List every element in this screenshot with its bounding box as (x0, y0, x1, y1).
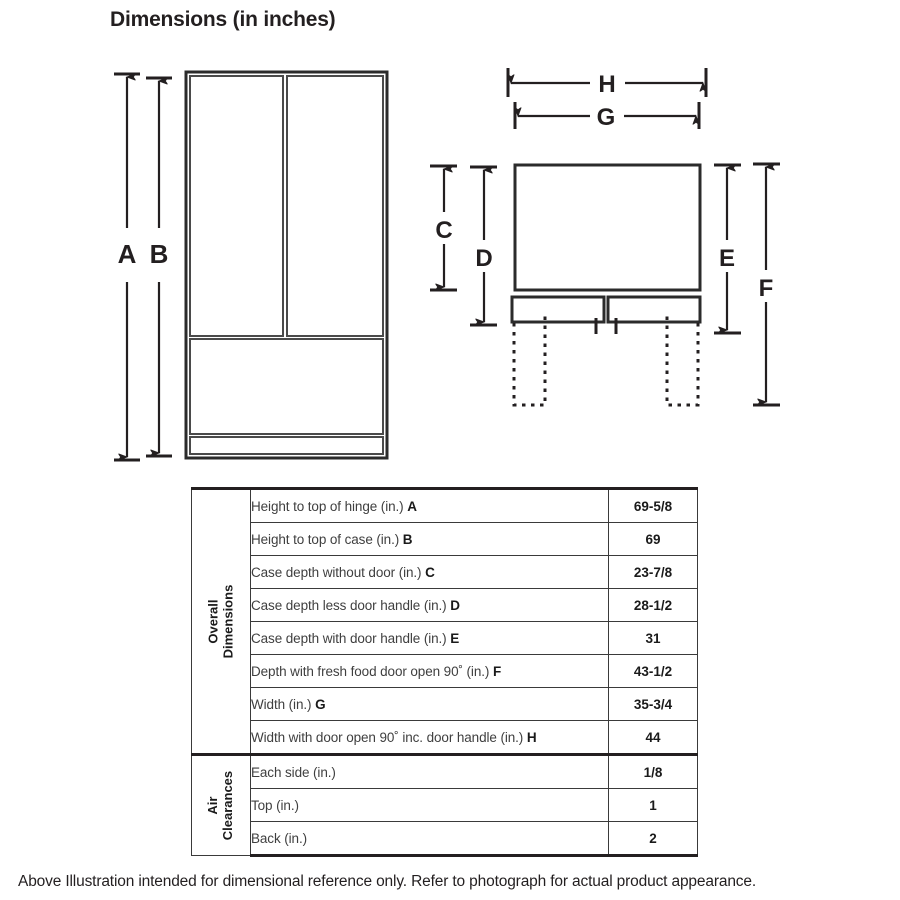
row-value: 2 (608, 821, 698, 857)
row-label: Top (in.) (250, 788, 609, 822)
row-label-text: Height to top of case (in.) (251, 531, 400, 547)
row-ref-key: H (526, 729, 537, 745)
row-ref-key: A (407, 498, 417, 514)
row-value: 28-1/2 (608, 588, 698, 622)
dimension-line-B: B (146, 76, 172, 458)
table-row: Case depth with door handle (in.) E 31 (192, 621, 698, 655)
dimension-label-C: C (435, 217, 452, 244)
top-view-refrigerator (510, 163, 702, 407)
dimension-line-E: E (714, 163, 741, 335)
front-view-refrigerator (184, 70, 389, 460)
top-view-left-door-open-outline (512, 313, 547, 407)
top-view-right-door-open-outline (665, 313, 700, 407)
row-ref-key: B (402, 531, 413, 547)
spec-table-body: Overall Dimensions Height to top of hing… (191, 487, 698, 857)
category-cell-air-clearances: Air Clearances (191, 753, 251, 856)
footer-disclaimer: Above Illustration intended for dimensio… (18, 873, 757, 890)
row-label-text: Top (in.) (251, 797, 299, 813)
row-label: Depth with fresh food door open 90˚ (in.… (250, 654, 609, 688)
row-label: Back (in.) (250, 821, 609, 857)
row-label: Width with door open 90˚ inc. door handl… (250, 720, 609, 756)
dimension-line-D: D (470, 165, 497, 327)
table-row: Overall Dimensions Height to top of hing… (191, 487, 698, 755)
row-value: 69 (608, 522, 698, 556)
table-row: Back (in.) 2 (192, 821, 698, 857)
row-value: 1/8 (608, 753, 698, 789)
row-label: Height to top of case (in.) B (250, 522, 609, 556)
table-row: Width with door open 90˚ inc. door handl… (192, 720, 698, 756)
category-cell-overall-dimensions: Overall Dimensions (191, 487, 251, 755)
front-view-toe-kick (189, 436, 384, 455)
row-ref-key: C (425, 564, 435, 580)
table-row: Height to top of case (in.) B 69 (192, 522, 698, 556)
dimension-label-D: D (475, 245, 492, 272)
table-row: Top (in.) 1 (192, 788, 698, 822)
dimension-label-E: E (719, 245, 735, 272)
row-label-text: Case depth with door handle (in.) (251, 630, 447, 646)
row-label-text: Back (in.) (251, 830, 308, 846)
row-value: 69-5/8 (608, 487, 698, 523)
specifications-table: Overall Dimensions Height to top of hing… (191, 487, 698, 857)
dimension-line-C: C (430, 164, 457, 292)
dimension-label-H: H (598, 71, 615, 98)
dimension-label-F: F (759, 275, 774, 302)
table-row: Width (in.) G 35-3/4 (192, 687, 698, 721)
row-label-text: Depth with fresh food door open 90˚ (in.… (251, 663, 490, 679)
row-label-text: Width (in.) (251, 696, 312, 712)
row-label: Case depth less door handle (in.) D (250, 588, 609, 622)
table-row: Air Clearances Each side (in.) 1/8 (191, 753, 698, 856)
row-label-text: Height to top of hinge (in.) (251, 498, 404, 514)
row-ref-key: F (492, 663, 502, 679)
front-view-freezer-drawer (189, 338, 384, 435)
row-label-text: Each side (in.) (251, 764, 336, 780)
page-title: Dimensions (in inches) (110, 8, 336, 31)
row-label: Each side (in.) (250, 753, 609, 789)
spec-table: Overall Dimensions Height to top of hing… (191, 487, 698, 857)
dimension-diagram-svg: A B (114, 68, 780, 462)
row-ref-key: G (315, 696, 326, 712)
front-view-left-door (189, 75, 284, 337)
top-view-case-outline (513, 163, 702, 292)
row-label: Height to top of hinge (in.) A (250, 487, 609, 523)
dimension-label-A: A (118, 239, 137, 269)
table-row: Depth with fresh food door open 90˚ (in.… (192, 654, 698, 688)
row-ref-key: E (450, 630, 460, 646)
row-label: Case depth with door handle (in.) E (250, 621, 609, 655)
category-label-line2: Dimensions (220, 584, 235, 659)
dimension-line-F: F (753, 162, 780, 407)
row-value: 1 (608, 788, 698, 822)
category-label-line2: Clearances (220, 770, 236, 841)
top-view-right-door-panel (606, 295, 702, 324)
row-label-text: Width with door open 90˚ inc. door handl… (251, 729, 524, 745)
category-label-line1: Air (205, 796, 221, 815)
table-row: Case depth without door (in.) C 23-7/8 (192, 555, 698, 589)
dimension-label-G: G (597, 104, 616, 131)
dimension-label-B: B (150, 239, 169, 269)
table-row: Case depth less door handle (in.) D 28-1… (192, 588, 698, 622)
row-label: Width (in.) G (250, 687, 609, 721)
dimension-diagram: A B (114, 68, 780, 462)
category-label-air-clearances: Air Clearances (205, 770, 236, 841)
row-value: 43-1/2 (608, 654, 698, 688)
dimension-line-A: A (114, 72, 140, 462)
category-label-line1: Overall (205, 599, 221, 644)
category-label-overall-dimensions: Overall Dimensions (205, 584, 235, 659)
row-ref-key: D (450, 597, 460, 613)
row-label-text: Case depth without door (in.) (251, 564, 422, 580)
row-value: 23-7/8 (608, 555, 698, 589)
row-value: 31 (608, 621, 698, 655)
dimension-line-G: G (513, 102, 701, 131)
row-value: 44 (608, 720, 698, 756)
row-label: Case depth without door (in.) C (250, 555, 609, 589)
front-view-right-door (286, 75, 384, 337)
row-value: 35-3/4 (608, 687, 698, 721)
top-view-left-door-panel (510, 295, 606, 324)
row-label-text: Case depth less door handle (in.) (251, 597, 447, 613)
dimension-line-H: H (506, 68, 708, 98)
